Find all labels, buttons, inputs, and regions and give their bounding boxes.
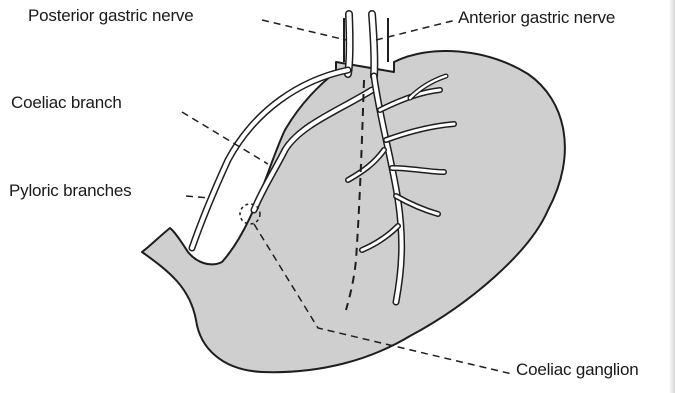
label-anterior-gastric-nerve: Anterior gastric nerve bbox=[458, 8, 615, 28]
leader-posterior bbox=[262, 20, 346, 40]
label-coeliac-ganglion: Coeliac ganglion bbox=[516, 360, 639, 380]
label-pyloric-branches: Pyloric branches bbox=[9, 181, 131, 201]
leader-pyloric bbox=[186, 196, 210, 198]
scan-edge-shadow bbox=[669, 0, 675, 393]
label-coeliac-branch: Coeliac branch bbox=[11, 93, 122, 113]
label-posterior-gastric-nerve: Posterior gastric nerve bbox=[28, 6, 193, 26]
